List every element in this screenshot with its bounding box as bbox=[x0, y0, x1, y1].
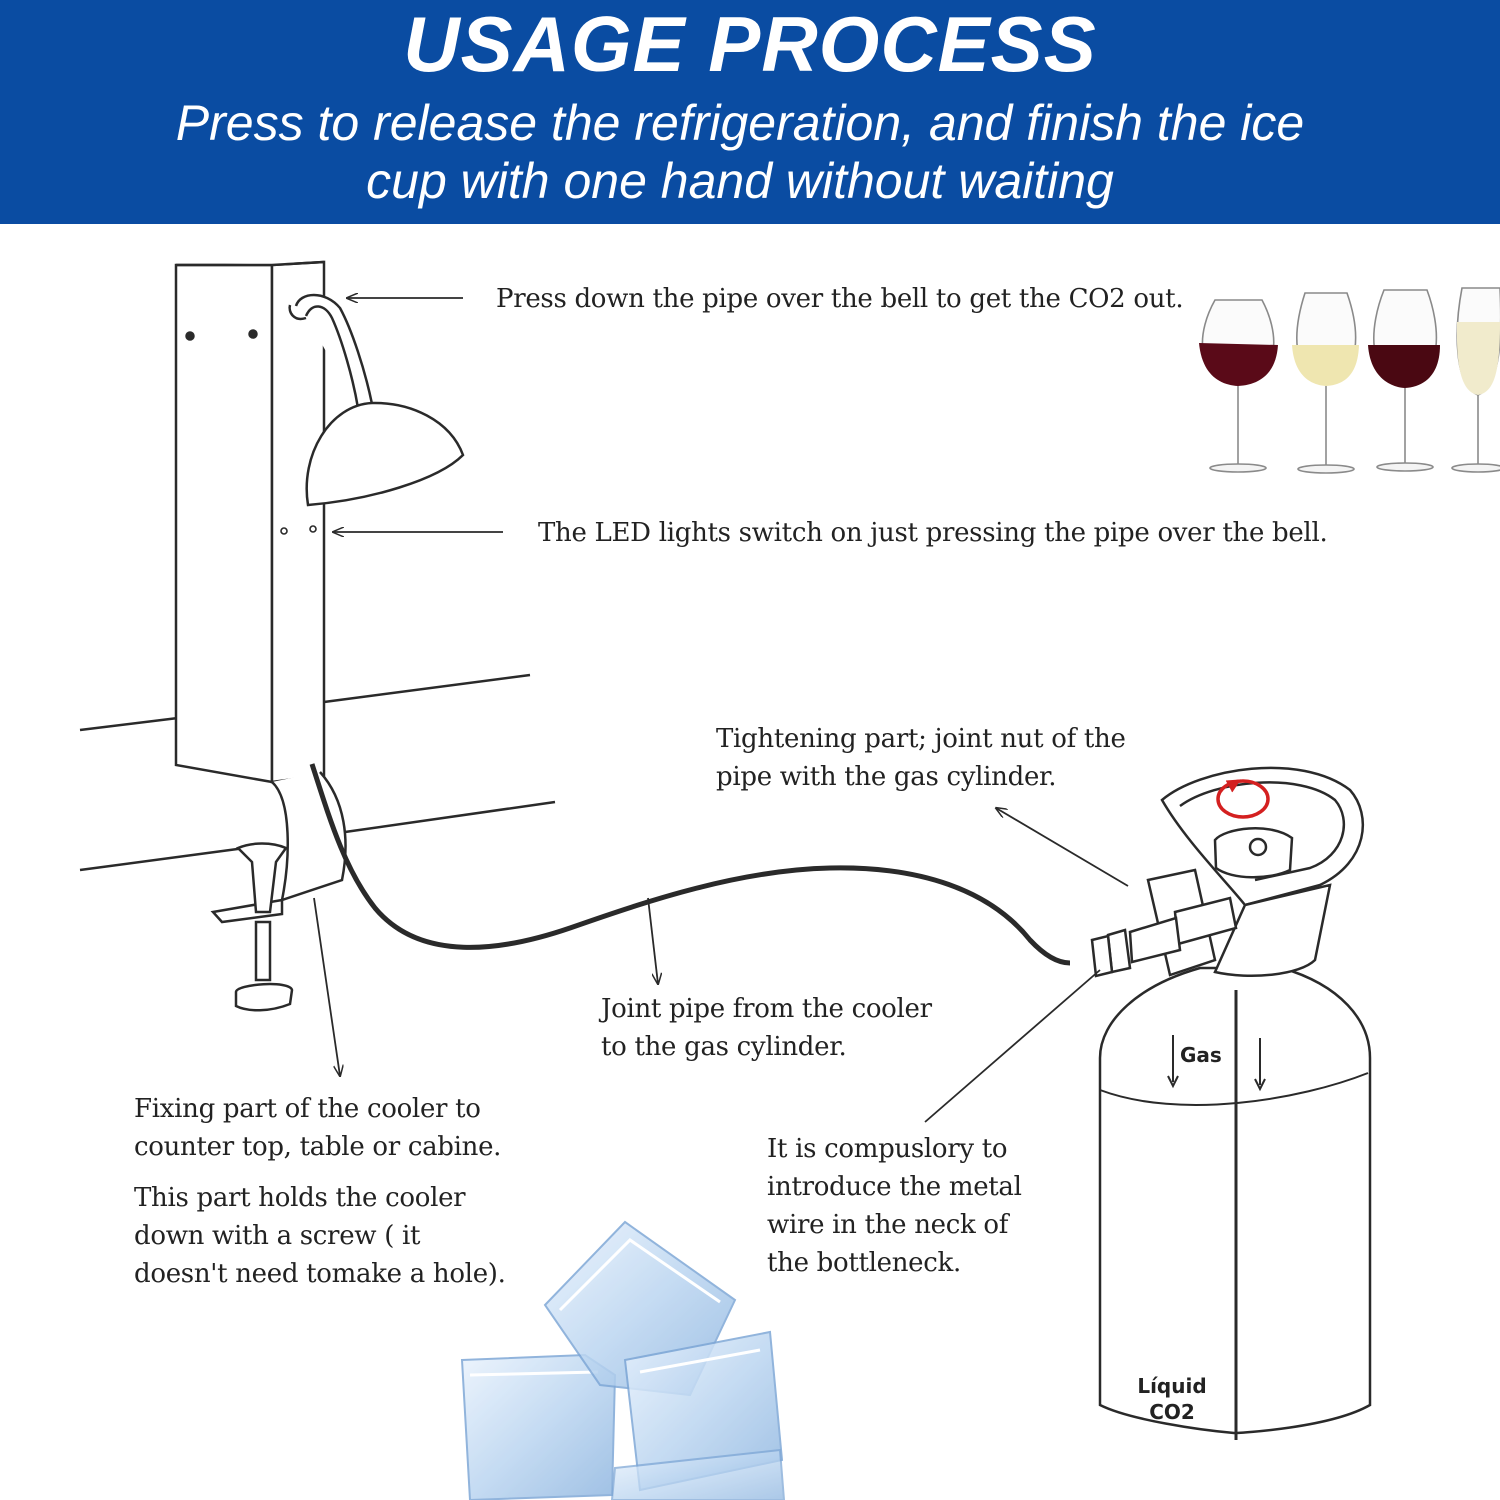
wine-glass-icon bbox=[1199, 299, 1278, 473]
note-holds: This part holds the cooler down with a s… bbox=[134, 1179, 506, 1293]
note-compulsory-line-2: introduce the metal bbox=[767, 1172, 1022, 1202]
pointer-lines bbox=[313, 298, 1129, 1123]
note-holds-line-3: doesn't need tomake a hole). bbox=[134, 1259, 506, 1289]
wine-glass-icon bbox=[1451, 287, 1500, 473]
note-tightening: Tightening part; joint nut of the pipe w… bbox=[716, 720, 1126, 796]
wine-glass-icon bbox=[1292, 292, 1359, 474]
wine-glass-icon bbox=[1368, 289, 1440, 472]
wine-glasses bbox=[1199, 287, 1500, 474]
ice-cubes bbox=[460, 1220, 786, 1500]
cylinder-liquid-label: Líquid CO2 bbox=[1132, 1373, 1212, 1425]
cylinder-liquid-label-line-1: Líquid bbox=[1137, 1374, 1207, 1398]
gas-cylinder bbox=[1098, 966, 1372, 1440]
pointer-fixing bbox=[313, 897, 340, 1076]
note-fixing-line-2: counter top, table or cabine. bbox=[134, 1132, 502, 1162]
cylinder-liquid-label-line-2: CO2 bbox=[1149, 1400, 1195, 1424]
note-holds-line-1: This part holds the cooler bbox=[134, 1183, 466, 1213]
note-holds-line-2: down with a screw ( it bbox=[134, 1221, 421, 1251]
pipe-and-bell bbox=[288, 293, 465, 507]
note-tightening-line-1: Tightening part; joint nut of the bbox=[716, 724, 1126, 754]
pointer-compulsory bbox=[924, 969, 1101, 1123]
banner-title: USAGE PROCESS bbox=[403, 0, 1097, 88]
cooler-tower bbox=[174, 260, 326, 784]
ice-cube-icon bbox=[623, 1330, 784, 1492]
note-joint-pipe-line-1: Joint pipe from the cooler bbox=[601, 994, 932, 1024]
banner-subtitle: Press to release the refrigeration, and … bbox=[80, 94, 1400, 210]
counter-top bbox=[79, 673, 556, 872]
note-joint-pipe-line-2: to the gas cylinder. bbox=[601, 1032, 847, 1062]
cylinder-gas-label: Gas bbox=[1180, 1043, 1222, 1067]
note-joint-pipe: Joint pipe from the cooler to the gas cy… bbox=[601, 990, 932, 1066]
note-compulsory-line-4: the bottleneck. bbox=[767, 1248, 961, 1278]
note-compulsory-line-1: It is compuslory to bbox=[767, 1134, 1008, 1164]
cylinder-valve bbox=[1090, 766, 1364, 978]
note-fixing: Fixing part of the cooler to counter top… bbox=[134, 1090, 501, 1166]
note-compulsory: It is compuslory to introduce the metal … bbox=[767, 1130, 1022, 1282]
note-fixing-line-1: Fixing part of the cooler to bbox=[134, 1094, 481, 1124]
ice-cube-icon bbox=[460, 1353, 617, 1500]
ice-cube-icon bbox=[610, 1448, 786, 1500]
banner-subtitle-line-2: cup with one hand without waiting bbox=[366, 153, 1114, 209]
banner-subtitle-line-1: Press to release the refrigeration, and … bbox=[175, 95, 1305, 151]
pointer-joint-pipe bbox=[647, 897, 658, 984]
rotation-arrow-icon bbox=[1216, 779, 1270, 819]
title-banner: USAGE PROCESS Press to release the refri… bbox=[0, 0, 1500, 224]
joint-pipe bbox=[309, 763, 1071, 966]
note-tightening-line-2: pipe with the gas cylinder. bbox=[716, 762, 1057, 792]
pointer-tightening bbox=[996, 808, 1129, 887]
note-compulsory-line-3: wire in the neck of bbox=[767, 1210, 1009, 1240]
note-press-pipe: Press down the pipe over the bell to get… bbox=[496, 284, 1184, 314]
note-led-lights: The LED lights switch on just pressing t… bbox=[538, 518, 1328, 548]
